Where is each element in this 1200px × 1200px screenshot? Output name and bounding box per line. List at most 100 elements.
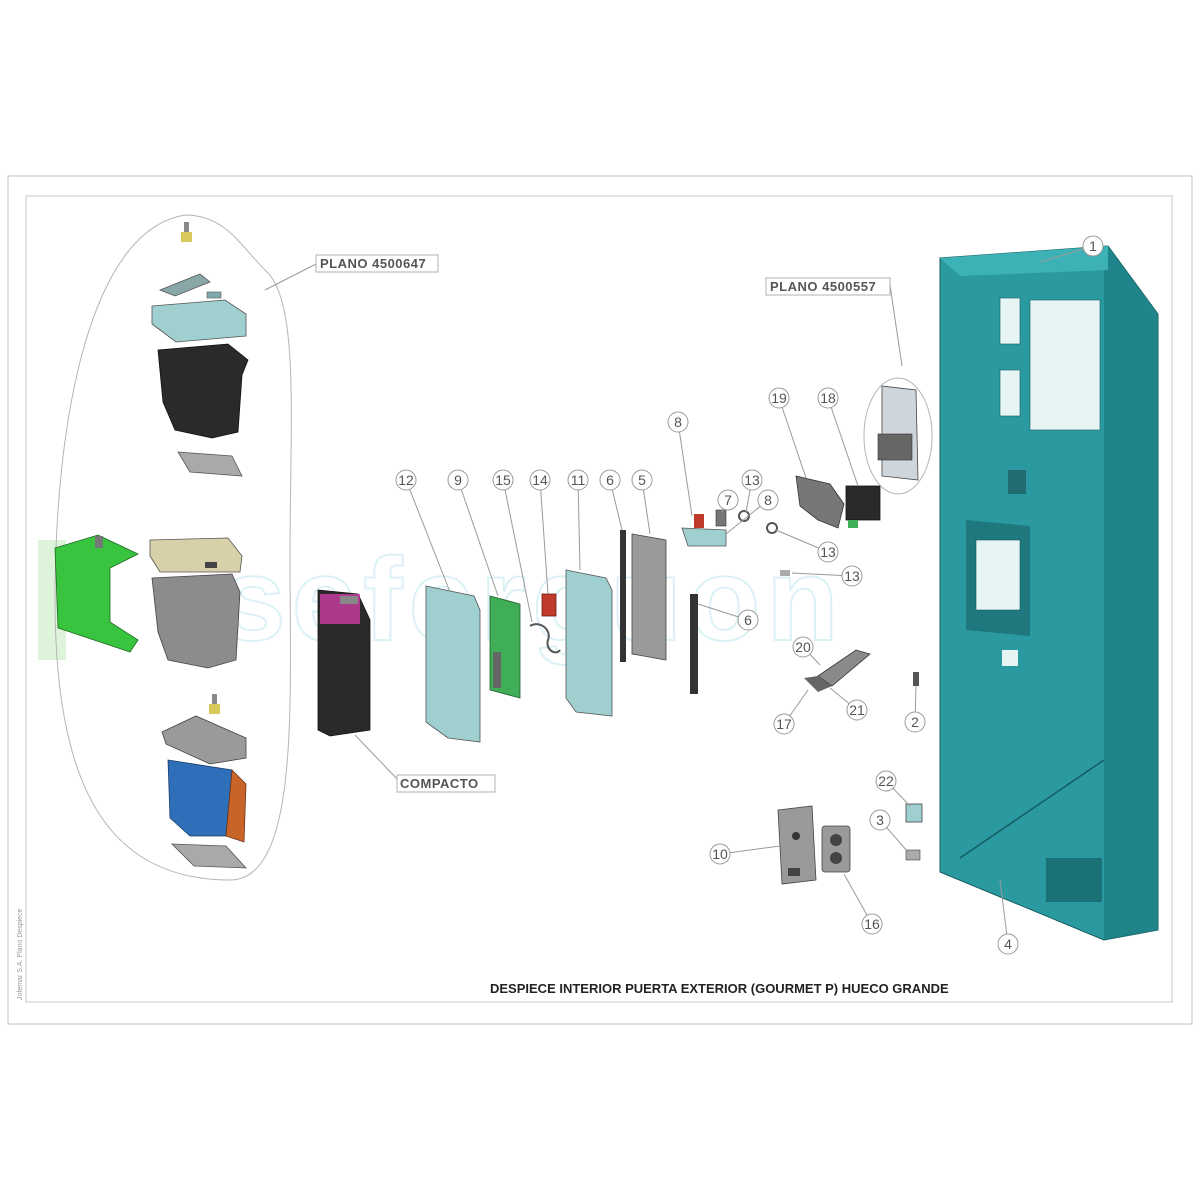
callout-number-13: 13 bbox=[820, 544, 836, 560]
callout-number-1: 1 bbox=[1089, 238, 1097, 254]
part-6-strip-a bbox=[620, 530, 626, 662]
callout-bubble-6 bbox=[737, 609, 759, 631]
part-8-bracket bbox=[681, 514, 727, 547]
part-gray-plate-1 bbox=[177, 451, 243, 477]
watermark-text: seferguon bbox=[220, 534, 844, 666]
callout-number-16: 16 bbox=[864, 916, 880, 932]
callout-bubble-18 bbox=[817, 387, 839, 409]
callout-bubble-13 bbox=[741, 469, 763, 491]
part-16-panel bbox=[821, 825, 851, 873]
callout-bubble-20 bbox=[792, 636, 814, 658]
plan-label-left-box bbox=[315, 254, 439, 273]
part-22-bracket bbox=[905, 803, 923, 823]
callout-number-5: 5 bbox=[638, 472, 646, 488]
callout-number-4: 4 bbox=[1004, 936, 1012, 952]
callout-bubble-3 bbox=[869, 809, 891, 831]
callout-bubble-9 bbox=[447, 469, 469, 491]
part-9-board bbox=[489, 595, 521, 699]
part-12-cover bbox=[425, 585, 481, 743]
callout-number-3: 3 bbox=[876, 812, 884, 828]
callout-number-7: 7 bbox=[724, 492, 732, 508]
callout-number-13: 13 bbox=[744, 472, 760, 488]
callout-number-2: 2 bbox=[911, 714, 919, 730]
callout-bubble-8 bbox=[667, 411, 689, 433]
callout-number-22: 22 bbox=[878, 773, 894, 789]
callout-bubble-4 bbox=[997, 933, 1019, 955]
drawing-title: DESPIECE INTERIOR PUERTA EXTERIOR (GOURM… bbox=[490, 981, 949, 996]
part-6-strip-b bbox=[690, 594, 698, 694]
callout-number-13: 13 bbox=[844, 568, 860, 584]
part-black-hopper bbox=[157, 343, 249, 439]
callout-number-17: 17 bbox=[776, 716, 792, 732]
part-green-bracket bbox=[54, 534, 139, 653]
side-note: Jofemar S.A. Plano Despiece bbox=[17, 908, 24, 1000]
callout-leader-14 bbox=[539, 479, 549, 595]
plan-label-right-box bbox=[765, 277, 891, 296]
left-group-outline bbox=[54, 214, 292, 881]
callout-bubble-12 bbox=[395, 469, 417, 491]
plan-label-right: PLANO 4500557 bbox=[770, 279, 876, 294]
callout-bubble-19 bbox=[768, 387, 790, 409]
plan-4500557-group bbox=[863, 377, 933, 495]
callout-bubble-13 bbox=[817, 541, 839, 563]
callout-bubble-16 bbox=[861, 913, 883, 935]
part-small-bracket bbox=[158, 273, 222, 299]
part-19-chute bbox=[795, 475, 845, 529]
callout-leader-4 bbox=[999, 879, 1009, 945]
part-18-motor bbox=[845, 485, 881, 528]
right-plan-leader bbox=[889, 284, 903, 367]
part-11-plate bbox=[565, 569, 613, 717]
callout-bubble-22 bbox=[875, 770, 897, 792]
callout-leader-18 bbox=[827, 397, 859, 487]
sheet-inner-frame bbox=[25, 195, 1173, 1003]
door-panel bbox=[939, 245, 1159, 941]
callout-number-18: 18 bbox=[820, 390, 836, 406]
callout-number-6: 6 bbox=[606, 472, 614, 488]
callout-number-8: 8 bbox=[674, 414, 682, 430]
callout-number-11: 11 bbox=[571, 472, 586, 488]
part-blue-box bbox=[167, 759, 247, 843]
callout-bubble-15 bbox=[492, 469, 514, 491]
callout-number-9: 9 bbox=[454, 472, 462, 488]
compacto-label: COMPACTO bbox=[400, 776, 479, 791]
part-gray-plate-2 bbox=[170, 843, 247, 869]
callout-number-21: 21 bbox=[849, 702, 865, 718]
callout-leader-15 bbox=[502, 479, 533, 623]
part-teal-tray bbox=[151, 299, 247, 343]
part-15-cable bbox=[529, 623, 561, 654]
callout-leader-9 bbox=[457, 479, 499, 597]
callout-bubble-11 bbox=[567, 469, 589, 491]
callout-bubble-7 bbox=[717, 489, 739, 511]
callout-bubble-5 bbox=[631, 469, 653, 491]
callout-bubble-8 bbox=[757, 489, 779, 511]
callout-number-15: 15 bbox=[495, 472, 511, 488]
part-2-pin bbox=[913, 672, 919, 686]
callout-bubble-1 bbox=[1082, 235, 1104, 257]
callout-leader-12 bbox=[405, 479, 451, 593]
compacto-label-box bbox=[396, 774, 496, 793]
callout-number-8: 8 bbox=[764, 492, 772, 508]
part-7-clip bbox=[715, 509, 727, 527]
part-14-red-module bbox=[541, 593, 557, 617]
part-gray-tray bbox=[161, 715, 247, 765]
callout-number-19: 19 bbox=[771, 390, 787, 406]
plan-label-left: PLANO 4500647 bbox=[320, 256, 426, 271]
callout-number-10: 10 bbox=[712, 846, 728, 862]
part-compacto bbox=[317, 589, 371, 737]
part-10-box bbox=[777, 805, 817, 885]
left-plan-leader bbox=[264, 261, 321, 291]
part-3-latch bbox=[905, 849, 921, 861]
callout-number-6: 6 bbox=[744, 612, 752, 628]
callout-bubble-17 bbox=[773, 713, 795, 735]
callout-leader-19 bbox=[778, 397, 807, 479]
callout-bubble-6 bbox=[599, 469, 621, 491]
callout-leader-8 bbox=[677, 421, 693, 517]
part-gray-hopper bbox=[151, 573, 241, 669]
callout-bubble-13 bbox=[841, 565, 863, 587]
callout-bubble-14 bbox=[529, 469, 551, 491]
part-5-panel bbox=[631, 533, 667, 661]
callout-number-12: 12 bbox=[398, 472, 414, 488]
part-20-tray bbox=[804, 649, 871, 692]
